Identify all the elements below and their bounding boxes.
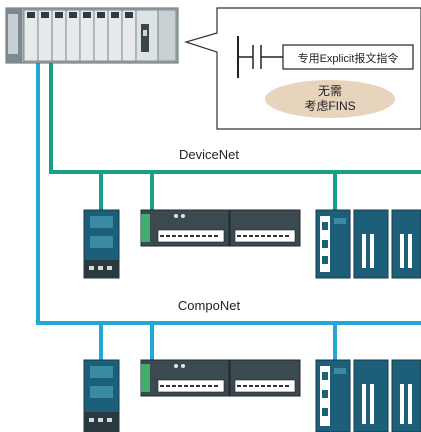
slave-rack-modules (315, 359, 421, 432)
plc-rack (5, 7, 179, 64)
instruction-box (282, 44, 414, 70)
note-line-1: 无需 (318, 84, 342, 98)
ladder-contact-icon (237, 36, 283, 78)
instruction-label: 专用Explicit报文指令 (298, 51, 399, 65)
componet-slaves (83, 359, 421, 432)
slave-unit-tall (83, 359, 120, 432)
slave-unit-tall (83, 209, 120, 279)
note-ellipse (265, 80, 395, 118)
devicenet-label: DeviceNet (179, 147, 239, 162)
componet-label: CompoNet (178, 298, 241, 313)
componet-network (36, 62, 421, 362)
slave-terminal-block (140, 359, 301, 397)
instruction-callout: 专用Explicit报文指令 无需 考虑FINS (183, 7, 421, 130)
plc-io-modules (23, 9, 177, 62)
slave-terminal-block (140, 209, 301, 247)
devicenet-network (49, 62, 421, 212)
devicenet-slaves (83, 209, 421, 279)
note-line-2: 考虑FINS (304, 99, 355, 113)
slave-rack-modules (315, 209, 421, 279)
